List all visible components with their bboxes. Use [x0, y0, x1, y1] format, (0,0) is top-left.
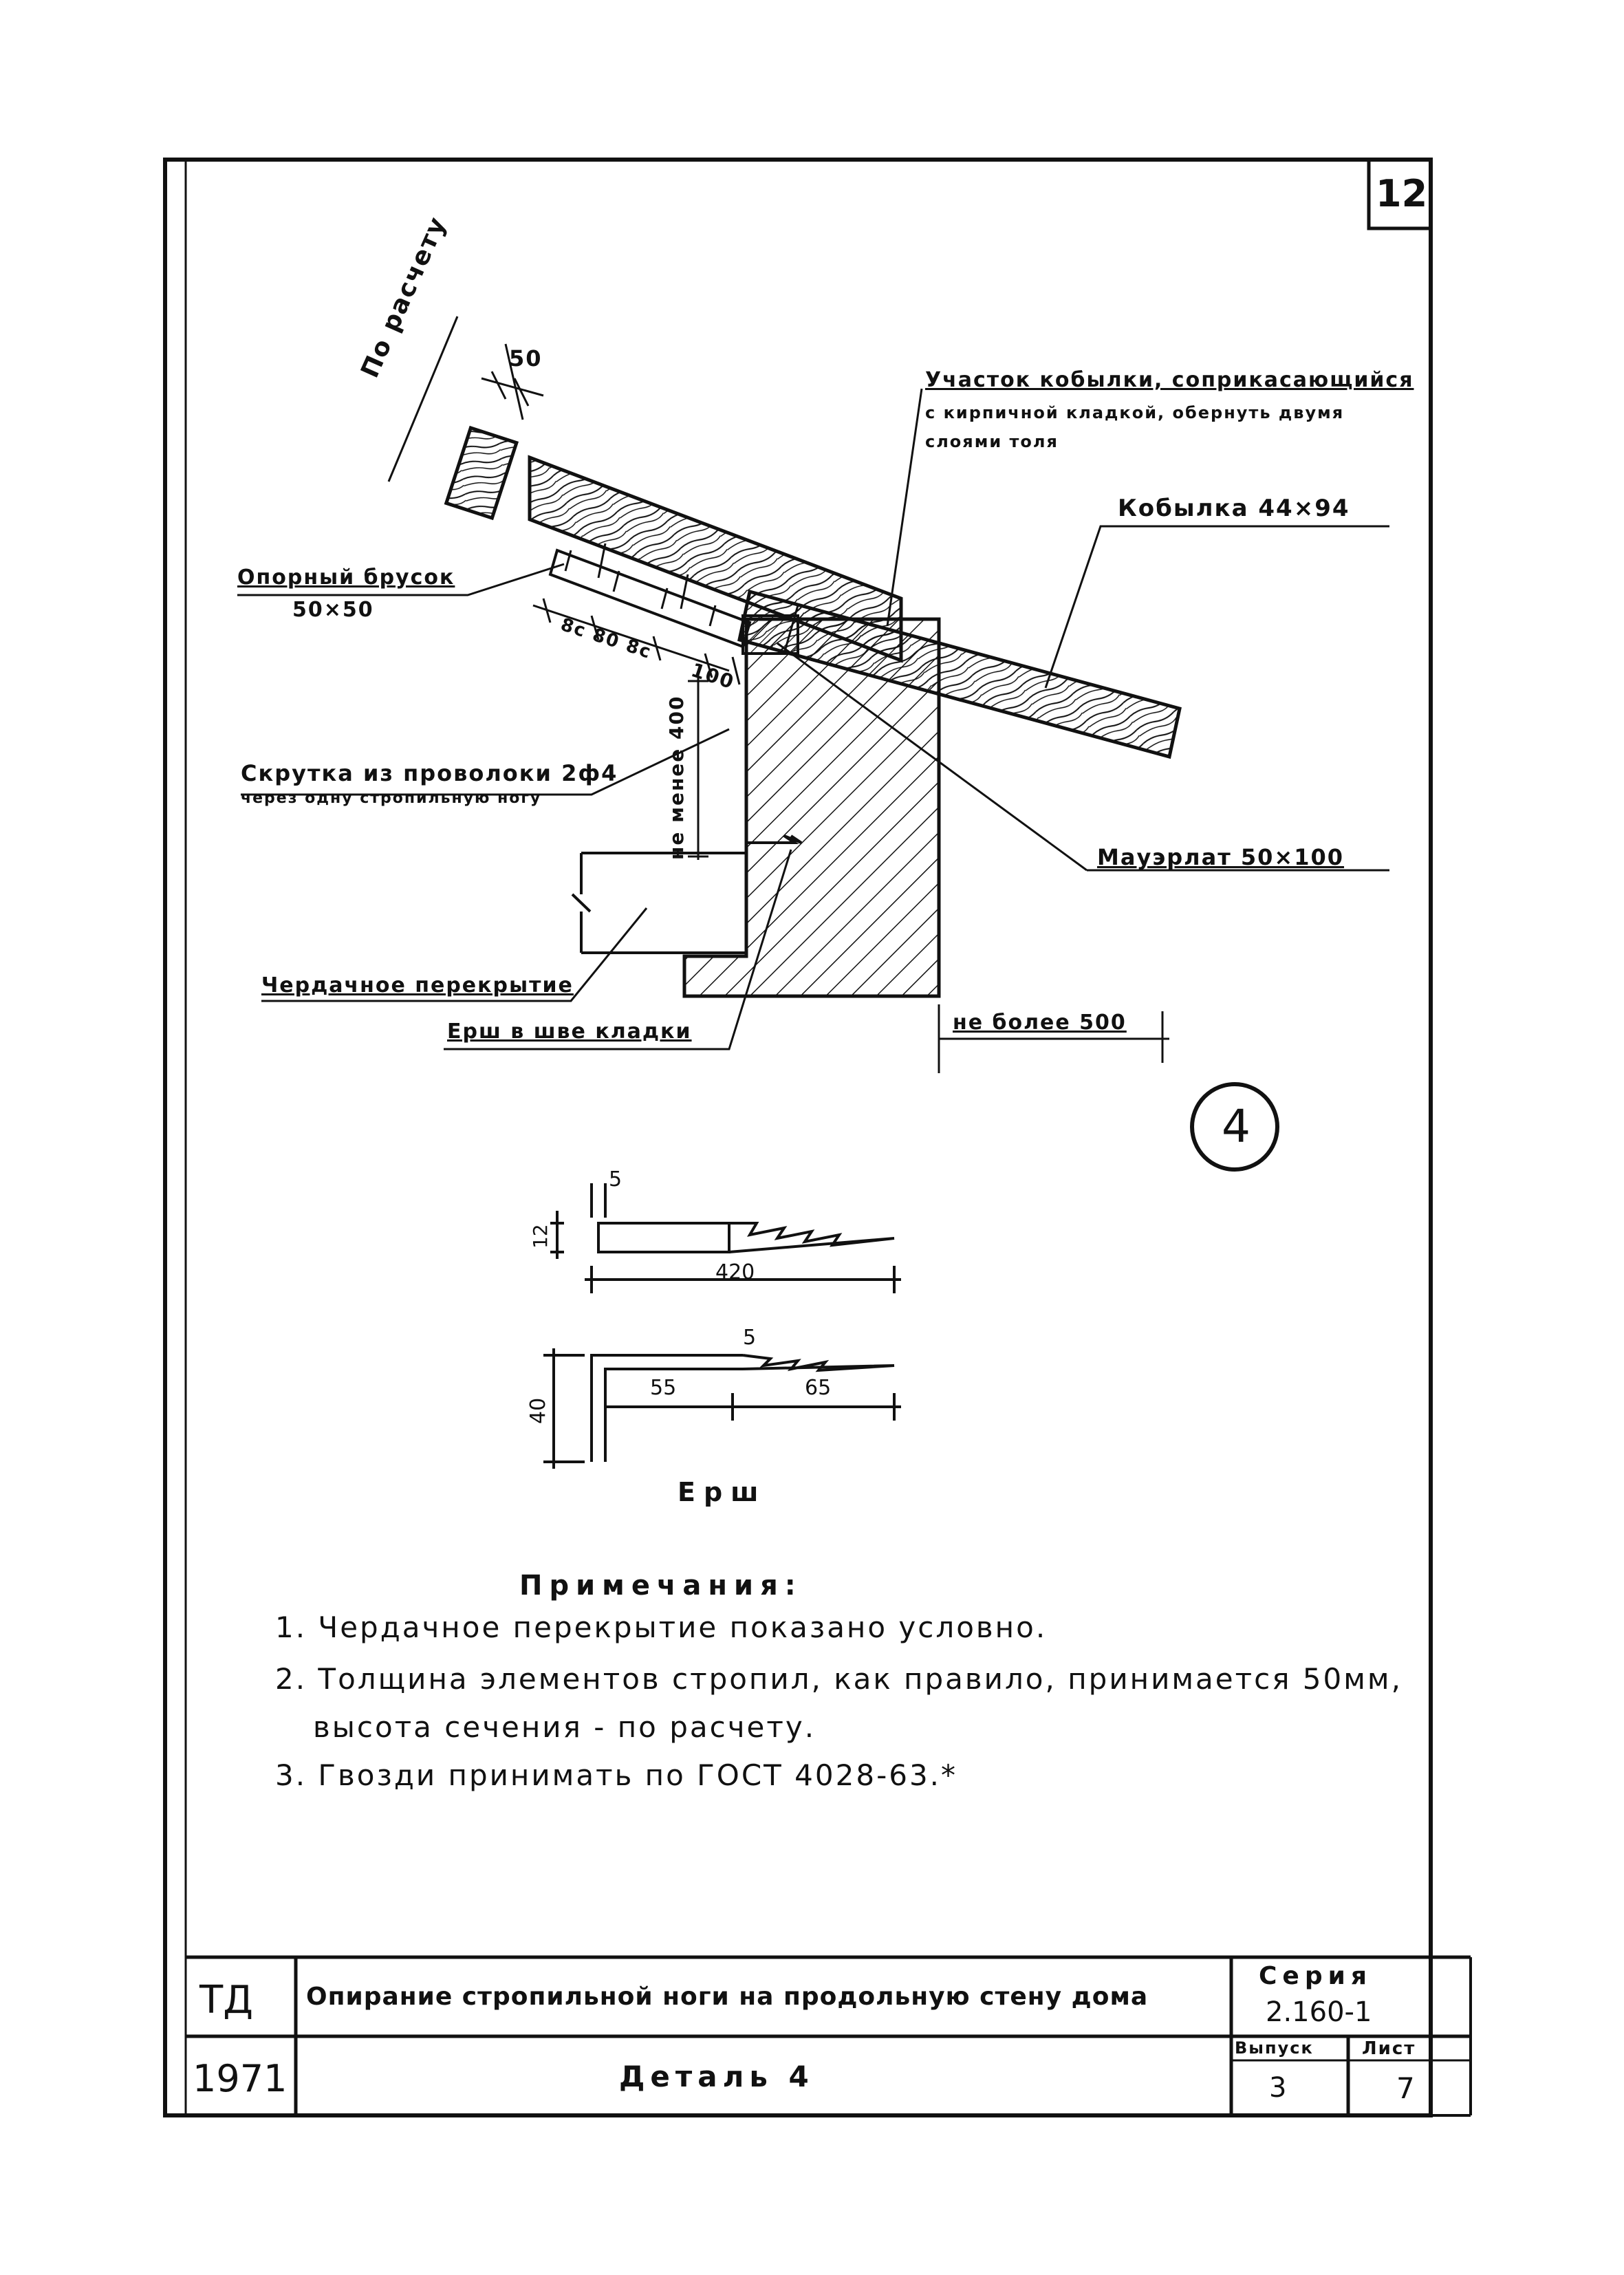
wire-twist-label-1: Скрутка из проволоки 2ф4: [241, 760, 618, 786]
title-block-lines: [186, 1955, 1471, 2115]
ruff-dim-40: 40: [526, 1397, 550, 1424]
drawing-title: Опирание стропильной ноги на продольную …: [306, 1983, 1149, 2011]
ruff-caption: Ерш: [678, 1477, 767, 1507]
min-400-label: не менее 400: [665, 695, 688, 860]
ruff-detail-drawing-1: [550, 1183, 901, 1293]
series-value: 2.160-1: [1266, 1996, 1372, 2028]
ruff-dim-65: 65: [805, 1376, 832, 1400]
ruff-in-joint-label: Ерш в шве кладки: [447, 1020, 692, 1044]
sheet-number: 12: [1376, 172, 1428, 215]
issue-value: 3: [1269, 2072, 1287, 2104]
attic-floor-label: Чердачное перекрытие: [261, 973, 574, 998]
detail-number-circle: [1190, 1082, 1279, 1172]
note-1: 1. Чердачное перекрытие показано условно…: [275, 1610, 1048, 1644]
spacing-dimension: [532, 598, 741, 685]
org-mark: ТД: [199, 1978, 253, 2023]
ruff-dim-55: 55: [650, 1376, 677, 1400]
brick-wall: [682, 617, 941, 998]
ruff-dim-5-top: 5: [609, 1167, 622, 1192]
wire-twist-label-2: через одну стропильную ногу: [241, 790, 542, 807]
support-bar: [548, 543, 752, 649]
drawing-subtitle: Деталь 4: [619, 2060, 814, 2093]
ruff-detail-drawing-2: [543, 1348, 901, 1469]
rafter-width-dim: 50: [509, 345, 543, 371]
ruff-in-wall: [746, 834, 803, 844]
note-3: 3. Гвозди принимать по ГОСТ 4028-63.*: [275, 1758, 958, 1792]
detail-number: 4: [1222, 1100, 1251, 1153]
issue-label: Выпуск: [1235, 2038, 1314, 2058]
sheet-frame: [163, 158, 1472, 2117]
strut-note-line3: слоями толя: [925, 432, 1059, 451]
sheet-label: Лист: [1362, 2038, 1416, 2059]
max-500-label: не более 500: [953, 1011, 1127, 1035]
series-label: Серия: [1259, 1962, 1372, 1990]
leader-lines: [237, 388, 1389, 1050]
max-500-dimension: [938, 1004, 1169, 1073]
rafter-section: [444, 425, 519, 521]
note-2: 2. Толщина элементов стропил, как правил…: [275, 1662, 1403, 1696]
ruff-dim-5-bottom: 5: [743, 1326, 757, 1350]
note-2-cont: высота сечения - по расчету.: [313, 1710, 816, 1744]
notes-heading: Примечания:: [519, 1570, 803, 1602]
ruff-dim-12: 12: [529, 1224, 552, 1249]
top-dimension-lines: [387, 316, 544, 482]
drawing-year: 1971: [193, 2057, 288, 2100]
strut-note-line1: Участок кобылки, соприкасающийся: [925, 368, 1414, 392]
support-bar-label-1: Опорный брусок: [237, 565, 455, 590]
attic-floor-slab: [571, 852, 746, 954]
sheet-value: 7: [1396, 2071, 1415, 2105]
wall-plate-label: Мауэрлат 50×100: [1097, 844, 1345, 870]
ruff-dim-420: 420: [715, 1260, 755, 1284]
support-bar-label-2: 50×50: [292, 598, 374, 622]
strut-note-line2: с кирпичной кладкой, обернуть двумя: [925, 403, 1345, 422]
strut-piece-label: Кобылка 44×94: [1118, 495, 1350, 522]
min-400-dimension: [688, 678, 708, 860]
strut-piece: [737, 589, 1182, 759]
sheet-number-box: [1367, 158, 1433, 230]
